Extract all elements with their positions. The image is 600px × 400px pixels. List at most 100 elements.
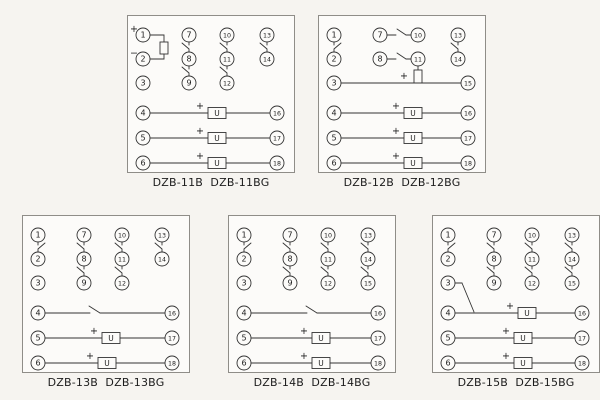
terminal-number: 16 <box>578 311 586 318</box>
terminal-number: 18 <box>273 161 281 168</box>
winding-label: U <box>520 334 526 343</box>
diagram-label-dzb-13b: DZB-13B DZB-13BG <box>47 376 165 389</box>
terminal-number: 18 <box>168 361 176 368</box>
terminal-number: 5 <box>35 334 40 343</box>
winding-label: U <box>410 109 416 118</box>
terminal-number: 6 <box>35 359 40 368</box>
terminal-16 <box>269 105 285 121</box>
polarity-mark: + <box>506 301 514 312</box>
terminal-number: 18 <box>578 361 586 368</box>
polarity-mark: + <box>300 351 308 362</box>
terminal-number: 8 <box>491 255 496 264</box>
terminal-17 <box>574 330 590 346</box>
terminal-number: 11 <box>118 257 126 264</box>
terminal-16 <box>460 105 476 121</box>
terminal-number: 14 <box>263 57 271 64</box>
terminal-number: 14 <box>454 57 462 64</box>
terminal-number: 7 <box>491 231 496 240</box>
wire <box>360 242 369 253</box>
terminal-number: 5 <box>331 134 336 143</box>
wire <box>76 242 85 253</box>
wire <box>76 266 85 277</box>
polarity-mark: + <box>392 151 400 162</box>
terminal-number: 9 <box>186 79 191 88</box>
terminal-number: 14 <box>364 257 372 264</box>
terminal-number: 3 <box>331 79 336 88</box>
polarity-mark: + <box>196 151 204 162</box>
wire <box>259 42 268 53</box>
terminal-number: 10 <box>528 233 536 240</box>
terminal-number: 7 <box>287 231 292 240</box>
winding-label: U <box>214 159 220 168</box>
terminal-number: 4 <box>331 109 336 118</box>
terminal-number: 16 <box>464 111 472 118</box>
terminal-number: 1 <box>445 231 450 240</box>
terminal-number: 17 <box>464 136 472 143</box>
terminal-3 <box>135 75 151 91</box>
terminal-number: 12 <box>528 281 536 288</box>
polarity-mark: + <box>392 126 400 137</box>
terminal-number: 18 <box>374 361 382 368</box>
terminal-18 <box>370 355 386 371</box>
terminal-number: 7 <box>186 31 191 40</box>
polarity-mark: + <box>86 351 94 362</box>
polarity-mark: + <box>502 351 510 362</box>
terminal-number: 8 <box>377 55 382 64</box>
terminal-15 <box>460 75 476 91</box>
terminal-number: 3 <box>140 79 145 88</box>
terminal-number: 2 <box>241 255 246 264</box>
terminal-number: 2 <box>445 255 450 264</box>
wire <box>181 42 190 53</box>
terminal-number: 9 <box>491 279 496 288</box>
terminal-18 <box>164 355 180 371</box>
terminal-18 <box>269 155 285 171</box>
terminal-number: 18 <box>464 161 472 168</box>
terminal-number: 8 <box>186 55 191 64</box>
terminal-number: 15 <box>364 281 372 288</box>
terminal-number: 10 <box>324 233 332 240</box>
wire <box>564 242 573 253</box>
polarity-mark: + <box>400 71 408 82</box>
winding-label: U <box>214 109 220 118</box>
terminal-number: 6 <box>331 159 336 168</box>
diagram-label-dzb-12b: DZB-12B DZB-12BG <box>343 176 461 189</box>
terminal-number: 3 <box>35 279 40 288</box>
terminal-number: 11 <box>324 257 332 264</box>
terminal-3 <box>236 275 252 291</box>
wire <box>37 242 46 253</box>
terminal-17 <box>460 130 476 146</box>
terminal-number: 9 <box>81 279 86 288</box>
terminal-number: 17 <box>578 336 586 343</box>
wire <box>154 242 163 253</box>
wire <box>282 242 291 253</box>
terminal-number: 1 <box>241 231 246 240</box>
terminal-number: 4 <box>140 109 145 118</box>
wire <box>333 42 342 53</box>
wire <box>564 266 573 277</box>
terminal-number: 1 <box>140 31 145 40</box>
terminal-number: 15 <box>568 281 576 288</box>
polarity-mark: + <box>392 101 400 112</box>
terminal-17 <box>164 330 180 346</box>
coil-symbol <box>159 41 169 55</box>
terminal-number: 13 <box>158 233 166 240</box>
polarity-mark: + <box>196 101 204 112</box>
wire <box>149 34 165 43</box>
terminal-number: 4 <box>35 309 40 318</box>
terminal-number: 5 <box>445 334 450 343</box>
winding-label: U <box>524 309 530 318</box>
terminal-number: 6 <box>241 359 246 368</box>
coil-symbol <box>413 69 423 84</box>
wire <box>360 266 369 277</box>
winding-label: U <box>104 359 110 368</box>
terminal-16 <box>370 305 386 321</box>
wire <box>396 28 407 36</box>
